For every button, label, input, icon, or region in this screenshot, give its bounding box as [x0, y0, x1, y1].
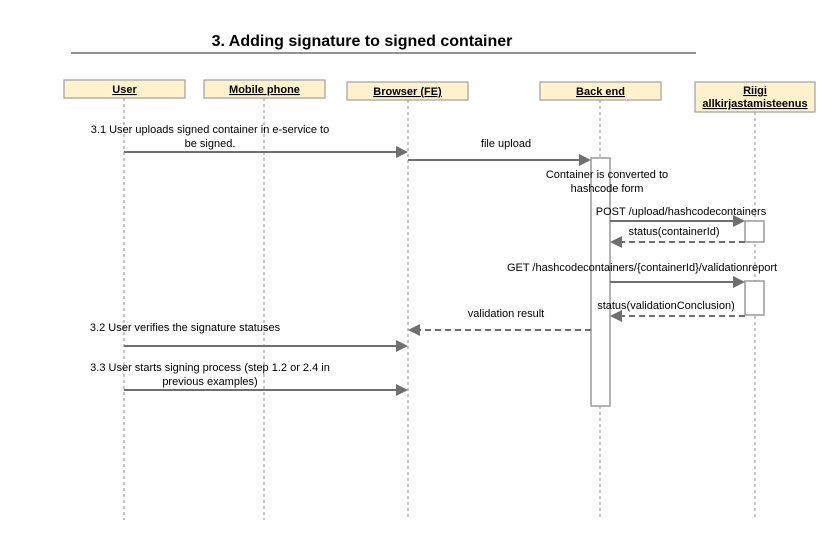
activation-riigi-2	[744, 280, 765, 316]
message-post-upload: POST /upload/hashcodecontainers	[596, 206, 767, 227]
message-status-validation-conclusion-label: status(validationConclusion)	[597, 300, 735, 312]
message-file-upload: file upload	[408, 138, 591, 166]
message-status-validation-conclusion: status(validationConclusion)	[597, 300, 745, 322]
message-validation-result-label: validation result	[468, 308, 544, 320]
message-3-2-label: 3.2 User verifies the signature statuses	[90, 322, 281, 334]
activation-riigi-1	[744, 220, 765, 243]
actor-riigi: Riigi allkirjastamisteenus	[694, 81, 816, 113]
message-3-3-label-line2: previous examples)	[162, 376, 257, 388]
actor-browser-label: Browser (FE)	[373, 86, 442, 98]
activation-back-end	[590, 157, 611, 407]
message-3-3-label-line1: 3.3 User starts signing process (step 1.…	[90, 362, 330, 374]
actor-mobile-phone: Mobile phone	[203, 79, 326, 99]
message-validation-result: validation result	[408, 308, 591, 336]
message-status-container-id: status(containerId)	[610, 226, 745, 248]
message-get-validation-report-label: GET /hashcodecontainers/{containerId}/va…	[507, 262, 777, 274]
actor-riigi-label-line2: allkirjastamisteenus	[702, 98, 807, 110]
message-status-container-id-label: status(containerId)	[628, 226, 719, 238]
actor-browser: Browser (FE)	[346, 81, 469, 101]
message-3-1-label-line1: 3.1 User uploads signed container in e-s…	[91, 124, 329, 136]
message-get-validation-report: GET /hashcodecontainers/{containerId}/va…	[507, 262, 777, 288]
note-convert-line1: Container is converted to	[546, 169, 668, 181]
message-file-upload-label: file upload	[481, 138, 531, 150]
actor-user-label: User	[112, 84, 137, 96]
message-3-1-label-line2: be signed.	[185, 138, 236, 150]
actor-riigi-label-line1: Riigi	[743, 85, 767, 97]
actor-back-end-label: Back end	[576, 86, 625, 98]
message-3-1: 3.1 User uploads signed container in e-s…	[91, 124, 408, 158]
actor-back-end: Back end	[539, 81, 662, 101]
message-3-2: 3.2 User verifies the signature statuses	[90, 322, 408, 352]
message-post-upload-label: POST /upload/hashcodecontainers	[596, 206, 767, 218]
message-3-3: 3.3 User starts signing process (step 1.…	[90, 362, 408, 396]
note-convert-line2: hashcode form	[571, 183, 644, 195]
actor-mobile-phone-label: Mobile phone	[229, 84, 300, 96]
actor-user: User	[63, 79, 186, 99]
diagram-title: 3. Adding signature to signed container	[212, 33, 513, 50]
